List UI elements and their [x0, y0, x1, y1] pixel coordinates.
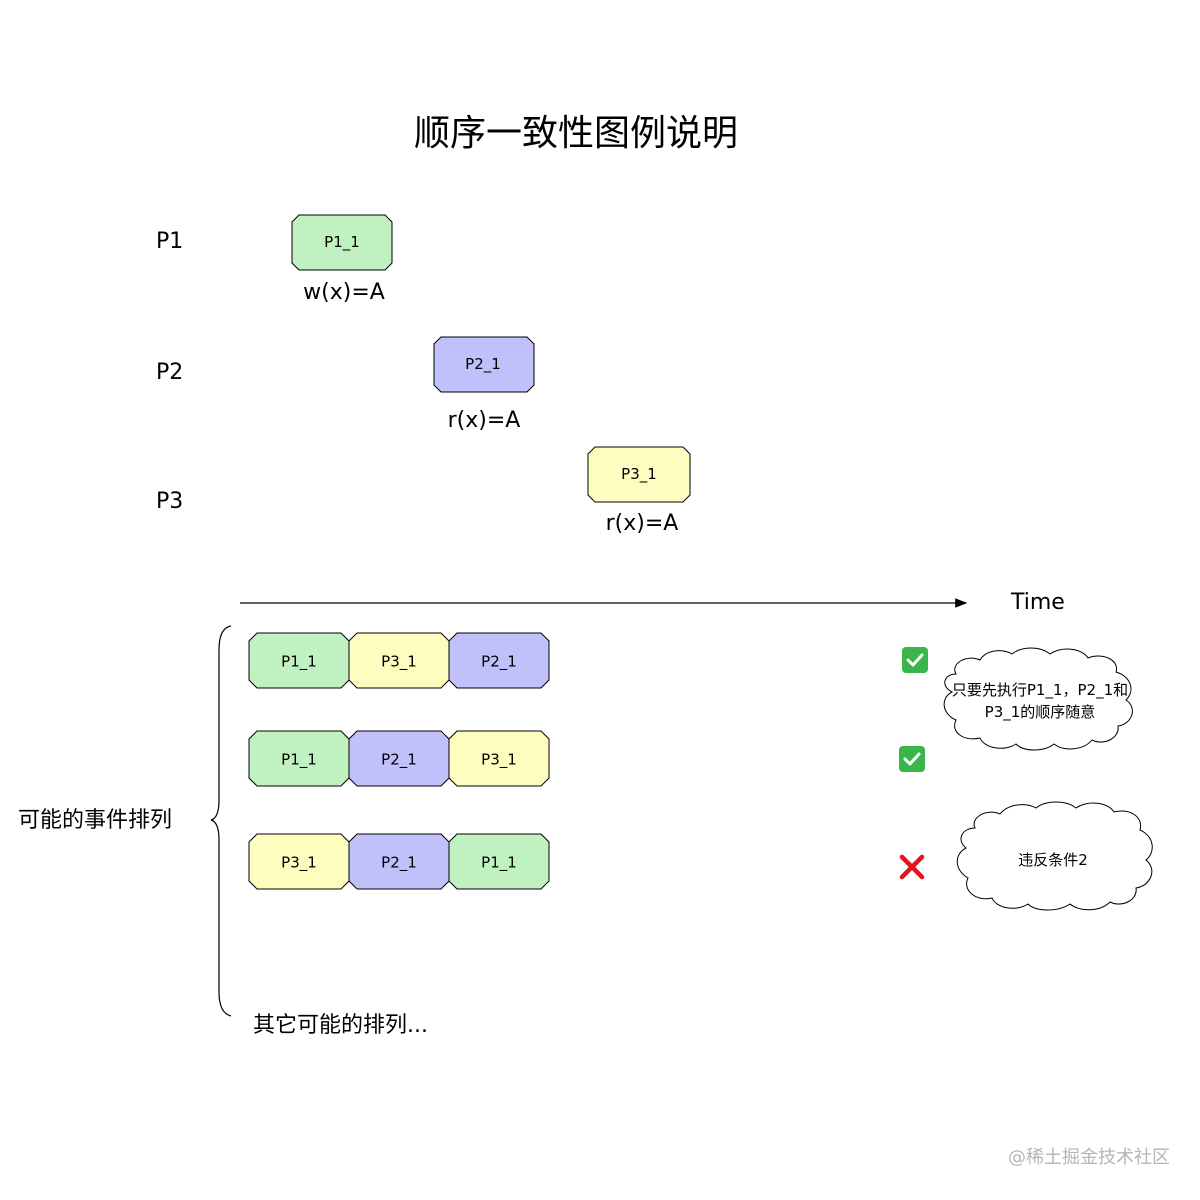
- ordering-event-label: P2_1: [381, 854, 417, 873]
- ordering-event-box: P1_1: [248, 730, 350, 787]
- event-box-p2: P2_1: [433, 336, 535, 393]
- ordering-event-box: P1_1: [448, 833, 550, 890]
- diagram-title: 顺序一致性图例说明: [413, 113, 738, 154]
- check-icon: [902, 647, 928, 673]
- ordering-event-box: P3_1: [348, 632, 450, 689]
- ordering-event-label: P3_1: [281, 854, 317, 873]
- time-axis-label: Time: [1011, 590, 1065, 615]
- invalid-note-cloud: [956, 801, 1153, 911]
- op-label-p2: r(x)=A: [447, 408, 521, 433]
- check-icon: [899, 746, 925, 772]
- ordering-event-label: P1_1: [481, 854, 517, 873]
- valid-note-cloud: [943, 647, 1133, 751]
- others-label: 其它可能的排列...: [253, 1013, 428, 1038]
- valid-note-line-2: P3_1的顺序随意: [984, 703, 1096, 721]
- invalid-note-text: 违反条件2: [1018, 851, 1088, 869]
- ordering-event-box: P2_1: [448, 632, 550, 689]
- ordering-event-box: P1_1: [248, 632, 350, 689]
- cross-icon: [898, 853, 925, 880]
- ordering-event-label: P3_1: [381, 653, 417, 672]
- ordering-event-box: P3_1: [248, 833, 350, 890]
- ordering-row: P1_1 P2_1 P3_1: [248, 730, 550, 787]
- process-label-p3: P3: [156, 489, 184, 514]
- ordering-event-label: P1_1: [281, 653, 317, 672]
- ordering-row: P1_1 P3_1 P2_1: [248, 632, 550, 689]
- op-label-p1: w(x)=A: [303, 280, 385, 305]
- ordering-event-box: P2_1: [348, 833, 450, 890]
- process-label-p1: P1: [156, 229, 184, 254]
- event-box-p3: P3_1: [587, 446, 691, 503]
- ordering-event-label: P1_1: [281, 751, 317, 770]
- ordering-event-box: P2_1: [348, 730, 450, 787]
- event-box-p1: P1_1: [291, 214, 393, 271]
- ordering-event-box: P3_1: [448, 730, 550, 787]
- ordering-row: P3_1 P2_1 P1_1: [248, 833, 550, 890]
- orderings-brace: [210, 625, 232, 1017]
- orderings-label: 可能的事件排列: [18, 808, 173, 833]
- event-label-p2: P2_1: [465, 355, 501, 374]
- ordering-event-label: P3_1: [481, 751, 517, 770]
- watermark: @稀土掘金技术社区: [1008, 1147, 1170, 1168]
- process-label-p2: P2: [156, 360, 184, 385]
- valid-note-line-1: 只要先执行P1_1，P2_1和: [951, 681, 1129, 699]
- ordering-event-label: P2_1: [381, 751, 417, 770]
- op-label-p3: r(x)=A: [605, 511, 679, 536]
- event-label-p3: P3_1: [621, 465, 657, 484]
- event-label-p1: P1_1: [324, 233, 360, 252]
- valid-note-text: 只要先执行P1_1，P2_1和 P3_1的顺序随意: [940, 679, 1140, 723]
- ordering-event-label: P2_1: [481, 653, 517, 672]
